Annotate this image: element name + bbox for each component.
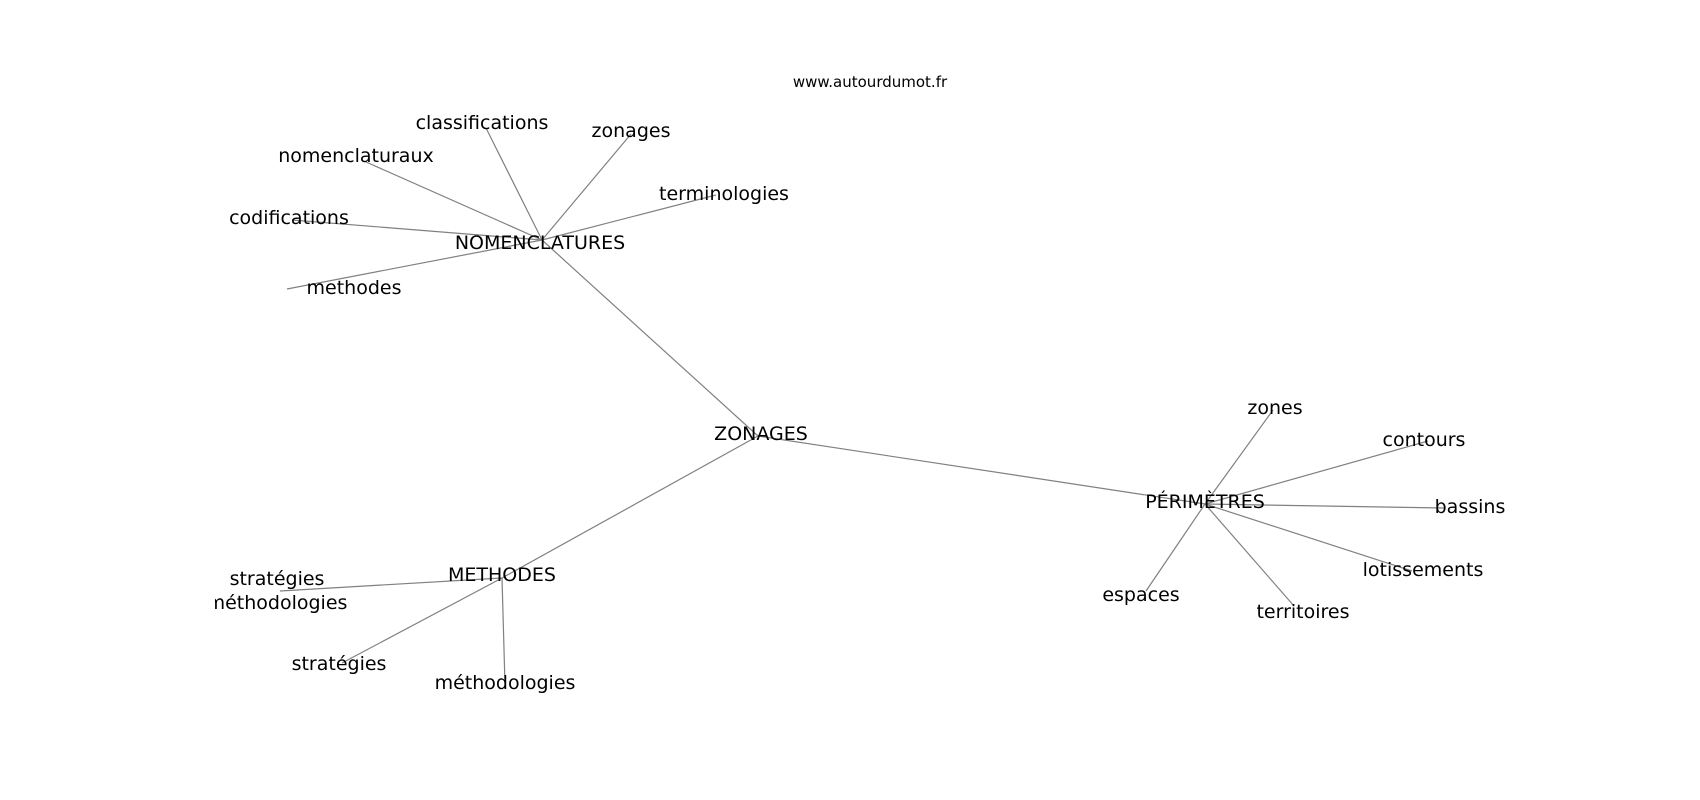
edge-nomenclatures-zonages_leaf [541, 133, 632, 241]
edge-nomenclatures-nomenclaturaux [365, 161, 543, 241]
node-label-bassins: bassins [1435, 496, 1506, 518]
node-label-classifications: classifications [416, 112, 549, 134]
edge-methodes_hub-methodologies [501, 577, 506, 686]
node-label-codifications: codifications [229, 207, 349, 229]
node-label-strategies_methodologies-line2: méthodologies [207, 592, 348, 614]
node-label-contours: contours [1383, 429, 1466, 451]
node-label-nomenclaturaux: nomenclaturaux [278, 145, 434, 167]
node-labels: ZONAGES NOMENCLATURES METHODES PÉRIMÈTRES cl… [207, 112, 1506, 694]
edge-nomenclatures-methodes_leaf [286, 239, 543, 290]
edge-perimetres-bassins [1204, 503, 1445, 509]
node-label-terminologies: terminologies [659, 183, 789, 205]
site-watermark: www.autourdumot.fr [793, 73, 948, 91]
node-label-methodes_hub: METHODES [448, 564, 556, 586]
edge-perimetres-zones [1204, 409, 1274, 505]
node-label-territoires: territoires [1256, 601, 1349, 623]
node-label-lotissements: lotissements [1363, 559, 1484, 581]
edge-perimetres-contours [1204, 440, 1429, 505]
node-label-strategies: stratégies [292, 653, 387, 675]
node-label-nomenclatures: NOMENCLATURES [455, 232, 625, 254]
edge-zonages_center-methodes_hub [501, 435, 759, 579]
edge-zonages_center-perimetres [757, 435, 1206, 505]
node-label-zonages_leaf: zonages [592, 120, 671, 142]
edge-nomenclatures-codifications [291, 219, 543, 241]
node-label-espaces: espaces [1102, 584, 1179, 606]
node-label-zones: zones [1247, 397, 1302, 419]
edge-methodes_hub-strategies [341, 577, 503, 664]
edge-methodes_hub-strategies_methodologies [279, 577, 503, 592]
edge-zonages_center-nomenclatures [541, 239, 759, 437]
edge-perimetres-espaces [1145, 503, 1206, 592]
edge-perimetres-territoires [1204, 503, 1295, 607]
node-label-perimetres: PÉRIMÈTRES [1145, 490, 1265, 513]
edge-nomenclatures-terminologies [541, 194, 717, 241]
node-label-methodologies: méthodologies [435, 672, 576, 694]
edge-perimetres-lotissements [1204, 503, 1413, 572]
edge-nomenclatures-classifications [485, 127, 543, 241]
edges [279, 127, 1445, 686]
node-label-strategies_methodologies-line1: stratégies [230, 568, 325, 590]
node-label-zonages_center: ZONAGES [714, 423, 808, 445]
node-label-methodes_leaf: methodes [307, 277, 402, 299]
